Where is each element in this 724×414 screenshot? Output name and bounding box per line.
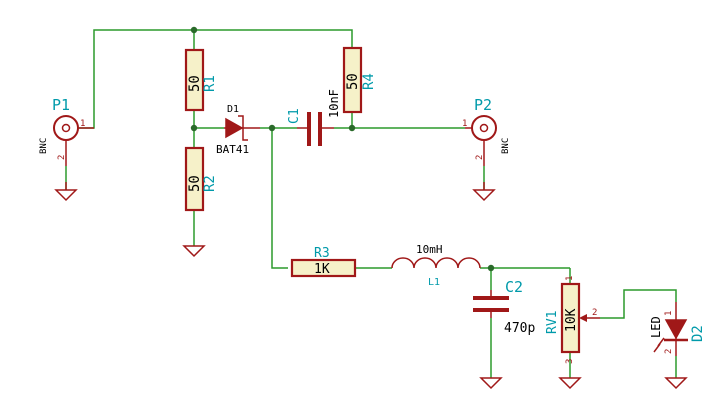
ground-p1 — [54, 182, 78, 202]
wire-wiper-d2 — [600, 289, 677, 319]
c2-value: 470p — [504, 321, 535, 336]
p1-pin2: 2 — [57, 155, 67, 160]
ground-p2 — [472, 182, 496, 202]
d2-pin2: 2 — [664, 349, 674, 354]
resistor-r3[interactable]: 1K R3 — [290, 246, 357, 278]
p2-ref: P2 — [474, 96, 492, 114]
rv1-pin3: 3 — [565, 359, 575, 364]
p1-value: BNC — [39, 138, 49, 154]
c1-ref: C1 — [287, 108, 302, 124]
rv1-pin2: 2 — [592, 308, 597, 318]
diode-d1[interactable]: D1 BAT41 — [216, 104, 260, 156]
r2-value: 50 — [187, 175, 203, 192]
potentiometer-rv1[interactable]: 10K RV1 1 2 3 — [545, 276, 600, 364]
resistor-r1[interactable]: 50 R1 — [184, 48, 218, 112]
led-d2[interactable]: D2 LED 1 2 — [649, 302, 706, 356]
junction-dot — [190, 26, 198, 34]
c1-value: 10nF — [327, 89, 341, 118]
junctions — [190, 26, 495, 272]
ground-d2 — [664, 377, 688, 390]
p2-pin1: 1 — [462, 119, 467, 129]
connector-p1[interactable]: P1 1 2 BNC — [39, 96, 94, 166]
capacitor-c2[interactable]: C2 470p — [473, 278, 535, 336]
junction-dot — [348, 124, 356, 132]
r1-ref: R1 — [202, 75, 218, 92]
r1-value: 50 — [187, 75, 203, 92]
l1-value: 10mH — [416, 243, 443, 256]
d2-pin1: 1 — [664, 311, 674, 316]
p1-pin1: 1 — [80, 119, 85, 129]
inductor-l1[interactable]: 10mH L1 — [391, 243, 481, 288]
ground-c2 — [479, 377, 503, 390]
rv1-value: 10K — [564, 308, 579, 332]
connector-p2[interactable]: P2 1 2 BNC — [462, 96, 511, 166]
r2-ref: R2 — [202, 175, 218, 192]
wires — [65, 29, 677, 378]
r3-ref: R3 — [314, 246, 330, 261]
ground-r2 — [182, 245, 206, 258]
p2-pin2: 2 — [475, 155, 485, 160]
l1-ref: L1 — [428, 277, 440, 288]
p1-ref: P1 — [52, 96, 70, 114]
junction-dot — [487, 264, 495, 272]
r3-value: 1K — [314, 262, 330, 277]
ground-rv1 — [558, 377, 582, 390]
r4-ref: R4 — [361, 73, 377, 90]
capacitor-c1[interactable]: C1 10nF — [287, 89, 341, 146]
d2-ref: D2 — [690, 325, 706, 342]
r4-value: 50 — [345, 73, 361, 90]
junction-dot — [190, 124, 198, 132]
rv1-ref: RV1 — [545, 311, 560, 334]
d1-ref: D1 — [227, 104, 239, 115]
junction-dot — [268, 124, 276, 132]
d2-value: LED — [649, 316, 663, 338]
resistor-r4[interactable]: 50 R4 — [342, 46, 377, 114]
resistor-r2[interactable]: 50 R2 — [184, 146, 218, 212]
d1-value: BAT41 — [216, 143, 249, 156]
c2-ref: C2 — [505, 278, 523, 296]
wire-node-r3 — [271, 128, 288, 269]
rv1-pin1: 1 — [565, 276, 575, 281]
p2-value: BNC — [501, 138, 511, 154]
